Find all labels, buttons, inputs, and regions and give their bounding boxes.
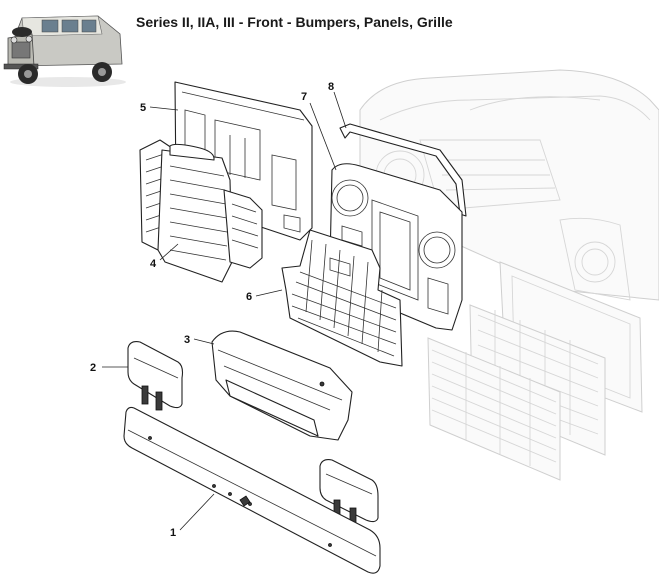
callout-7: 7 bbox=[301, 91, 307, 103]
part-3-valance bbox=[211, 330, 353, 441]
leader-4 bbox=[159, 243, 179, 261]
callout-5: 5 bbox=[140, 102, 146, 114]
leader-7 bbox=[309, 102, 337, 171]
callout-labels: 1 2 3 4 5 6 7 8 bbox=[90, 81, 334, 539]
part-6-mesh-panel bbox=[281, 229, 403, 367]
callout-8: 8 bbox=[328, 81, 334, 93]
callout-2: 2 bbox=[90, 362, 96, 374]
callout-4: 4 bbox=[150, 258, 157, 270]
leader-8 bbox=[333, 91, 347, 129]
part-2-overrider-left bbox=[127, 341, 184, 411]
ghost-lower-panels bbox=[427, 261, 643, 481]
callout-3: 3 bbox=[184, 334, 190, 346]
leader-lines bbox=[102, 91, 347, 531]
vehicle-thumbnail bbox=[3, 15, 126, 87]
leader-3 bbox=[193, 338, 215, 345]
part-4-grille bbox=[139, 139, 263, 283]
leader-1 bbox=[179, 493, 215, 531]
part-1-bumper bbox=[123, 406, 381, 574]
callout-1: 1 bbox=[170, 527, 176, 539]
leader-6 bbox=[255, 289, 283, 297]
page-title: Series II, IIA, III - Front - Bumpers, P… bbox=[136, 14, 453, 30]
callout-6: 6 bbox=[246, 291, 252, 303]
part-2-overrider-right bbox=[319, 459, 379, 529]
leader-5 bbox=[149, 106, 179, 111]
